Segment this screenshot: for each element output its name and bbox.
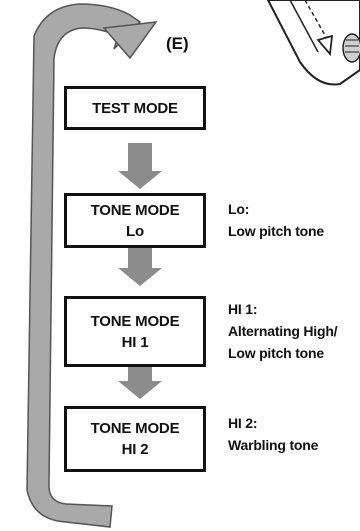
tone-mode-hi1-box: TONE MODE HI 1 xyxy=(64,296,206,367)
note-hi2-text: Warbling tone xyxy=(228,437,319,453)
tone-mode-hi2-title: TONE MODE xyxy=(90,420,180,437)
note-hi2: HI 2: Warbling tone xyxy=(228,412,318,456)
tone-mode-hi2-box: TONE MODE HI 2 xyxy=(64,406,206,472)
note-lo: Lo: Low pitch tone xyxy=(228,198,324,242)
tone-mode-lo-box: TONE MODE Lo xyxy=(64,193,206,248)
down-arrow-3 xyxy=(118,367,162,399)
tone-mode-lo-value: Lo xyxy=(126,222,144,240)
test-mode-label: TEST MODE xyxy=(92,99,178,117)
down-arrow-2 xyxy=(118,247,162,286)
note-hi2-heading: HI 2: xyxy=(228,415,258,431)
tone-mode-lo-title: TONE MODE xyxy=(90,201,180,219)
loop-arrowhead xyxy=(102,21,158,60)
step-label: (E) xyxy=(166,34,189,53)
test-mode-box: TEST MODE xyxy=(64,86,206,130)
down-arrow-1 xyxy=(118,143,162,189)
note-hi1-heading: HI 1: xyxy=(228,301,258,317)
note-lo-heading: Lo: xyxy=(228,201,250,217)
note-lo-text: Low pitch tone xyxy=(228,223,324,239)
tone-mode-hi2-value: HI 2 xyxy=(121,441,149,458)
note-hi1: HI 1: Alternating High/ Low pitch tone xyxy=(228,298,338,364)
return-loop-arrow xyxy=(26,3,142,528)
note-hi1-text-line2: Low pitch tone xyxy=(228,345,324,361)
tester-device-illustration xyxy=(266,0,360,86)
note-hi1-text-line1: Alternating High/ xyxy=(228,323,338,339)
tone-mode-hi1-title: TONE MODE xyxy=(90,312,180,330)
tone-mode-hi1-value: HI 1 xyxy=(121,333,149,351)
